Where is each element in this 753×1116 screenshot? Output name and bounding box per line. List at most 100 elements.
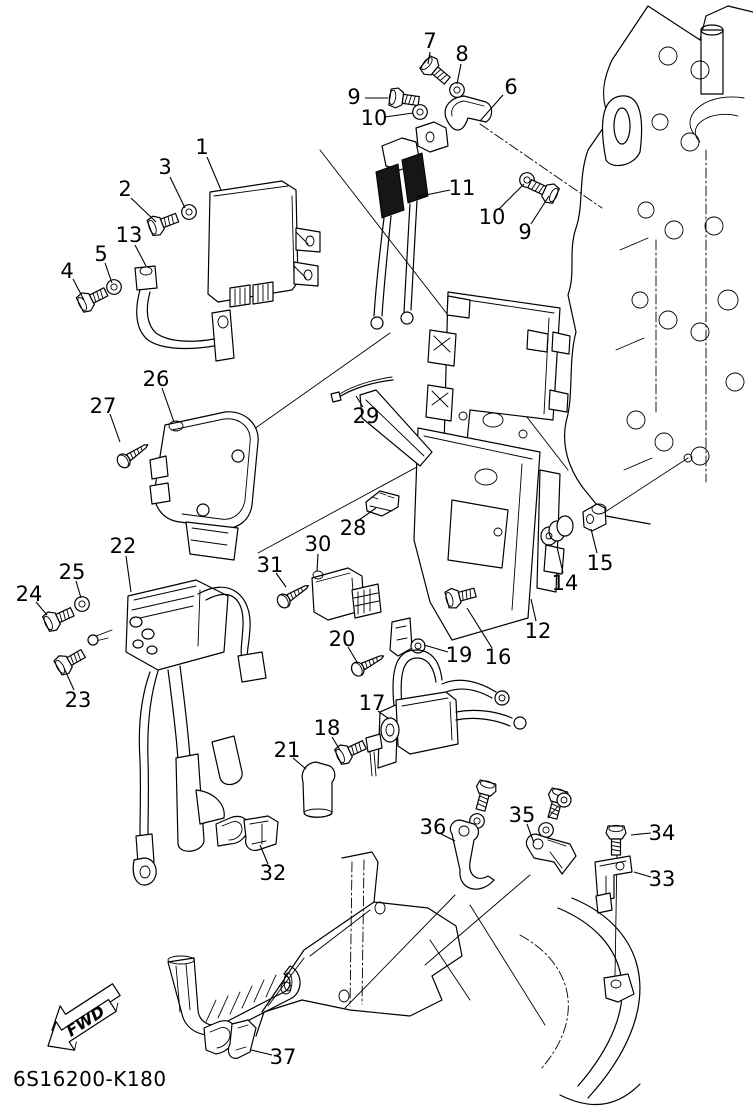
engine-block-drawing: [564, 5, 753, 525]
callout-leader-26: [161, 387, 175, 423]
callout-number-9: 9: [518, 220, 531, 244]
callout-number-16: 16: [485, 645, 512, 669]
callout-leader-5: [104, 262, 113, 284]
callout-number-4: 4: [60, 259, 73, 283]
regulator-26-drawing: [149, 411, 259, 561]
callout-leader-15: [590, 528, 598, 554]
callout-leader-20: [347, 646, 358, 663]
callout-number-2: 2: [118, 177, 131, 201]
part-code-label: 6S16200-K180: [13, 1067, 167, 1091]
callout-leader-27: [109, 413, 121, 443]
callout-number-36: 36: [420, 815, 447, 839]
callout-number-17: 17: [359, 691, 386, 715]
callout-layer: 1234567891011109121314151617181920212223…: [16, 29, 676, 1069]
callout-leader-31: [275, 572, 287, 588]
callout-number-9: 9: [347, 85, 360, 109]
bracket-35-drawing: [525, 786, 577, 875]
callout-leader-21: [292, 757, 307, 770]
callout-leader-35: [526, 823, 535, 844]
callout-number-32: 32: [260, 861, 287, 885]
callout-leader-24: [35, 601, 48, 616]
coil-leads-drawing: [370, 95, 493, 330]
clamp-32-drawing: [215, 815, 279, 851]
callout-number-10: 10: [361, 106, 388, 130]
callout-number-3: 3: [158, 155, 171, 179]
collar-15-drawing: [582, 503, 607, 532]
relay-30-drawing: [311, 567, 382, 621]
callout-number-29: 29: [353, 404, 380, 428]
callout-number-13: 13: [116, 223, 143, 247]
callout-leader-10: [384, 112, 414, 118]
callout-leader-32: [259, 844, 269, 865]
callout-leader-33: [633, 871, 652, 878]
callout-leader-10: [498, 183, 525, 210]
callout-number-6: 6: [504, 75, 517, 99]
callout-leader-30: [316, 553, 319, 572]
cap-21-drawing: [301, 761, 336, 818]
callout-leader-28: [358, 507, 377, 521]
coupler-28-drawing: [365, 490, 400, 517]
callout-number-12: 12: [525, 619, 552, 643]
bracket-33-drawing: [594, 855, 633, 914]
callout-number-35: 35: [509, 803, 536, 827]
bolt-34-drawing: [605, 824, 627, 856]
callout-leader-12: [530, 598, 537, 622]
callout-number-18: 18: [314, 716, 341, 740]
callout-number-30: 30: [305, 532, 332, 556]
callout-leader-16: [466, 607, 493, 649]
callout-leader-34: [630, 832, 652, 836]
callout-leader-2: [130, 197, 157, 223]
callout-number-10: 10: [479, 205, 506, 229]
callout-leader-1: [206, 156, 222, 191]
callout-number-21: 21: [274, 738, 301, 762]
callout-number-5: 5: [94, 242, 107, 266]
bracket-13-drawing: [134, 265, 235, 362]
callout-number-22: 22: [110, 534, 137, 558]
callout-leader-36: [440, 833, 456, 842]
starter-relay-22-drawing: [87, 579, 267, 886]
callout-number-34: 34: [649, 821, 676, 845]
callout-number-7: 7: [423, 29, 436, 53]
solenoid-17-drawing: [365, 649, 527, 777]
callout-leader-4: [72, 278, 85, 301]
callout-leader-25: [75, 580, 82, 599]
electrical-bracket-12-drawing: [359, 291, 571, 641]
callout-number-8: 8: [455, 42, 468, 66]
callout-leader-9: [530, 195, 550, 225]
callout-number-19: 19: [446, 643, 473, 667]
callout-leader-23: [63, 667, 75, 691]
bottom-cowling-drawing: [255, 792, 641, 1106]
callout-number-28: 28: [340, 516, 367, 540]
ecu-unit-drawing: [207, 180, 321, 308]
callout-leader-37: [250, 1049, 273, 1056]
callout-leader-7: [427, 51, 431, 65]
callout-leader-29: [355, 395, 364, 408]
callout-number-27: 27: [90, 394, 117, 418]
callout-number-15: 15: [587, 551, 614, 575]
cable-tie-29-drawing: [330, 376, 394, 403]
callout-number-14: 14: [552, 571, 579, 595]
callout-number-1: 1: [195, 135, 208, 159]
callout-number-20: 20: [329, 627, 356, 651]
engine-bosses: [626, 46, 745, 466]
callout-leader-18: [331, 736, 341, 751]
callout-number-26: 26: [143, 367, 170, 391]
callout-leader-17: [377, 710, 390, 720]
hook-36-drawing: [449, 778, 499, 890]
callout-number-37: 37: [270, 1045, 297, 1069]
callout-leader-22: [125, 555, 132, 593]
callout-leader-8: [456, 63, 462, 85]
callout-leader-3: [169, 176, 186, 209]
callout-number-25: 25: [59, 560, 86, 584]
callout-number-23: 23: [65, 688, 92, 712]
callout-number-33: 33: [649, 867, 676, 891]
fwd-arrow: FWD: [47, 983, 121, 1051]
callout-leader-13: [134, 244, 147, 267]
callout-leader-11: [415, 189, 451, 198]
callout-leader-19: [423, 644, 449, 653]
callout-leader-14: [556, 546, 564, 574]
callout-number-31: 31: [257, 553, 284, 577]
callout-number-11: 11: [449, 176, 476, 200]
